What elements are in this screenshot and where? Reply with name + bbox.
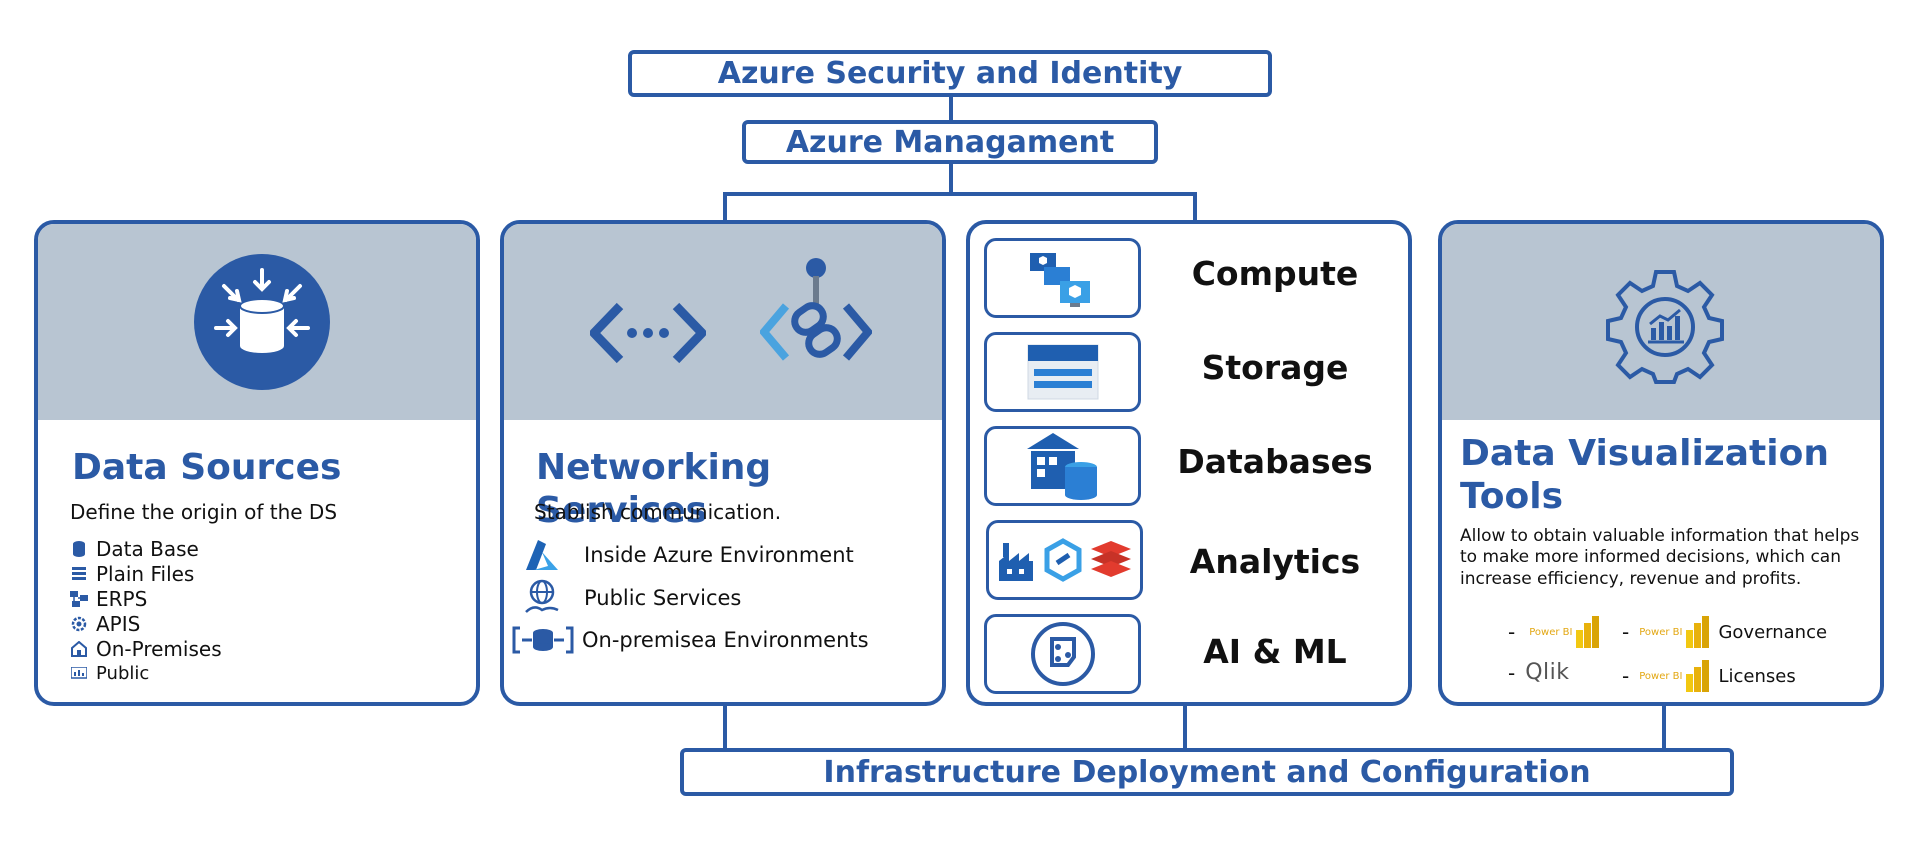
ai-ml-box (984, 614, 1141, 694)
visualization-description: Allow to obtain valuable information tha… (1460, 526, 1860, 589)
list-item: Public Services (524, 578, 741, 618)
databases-label: Databases (1177, 442, 1373, 481)
connector-mgmt-down (949, 162, 953, 194)
dash: - (1622, 620, 1630, 644)
connector-top (949, 94, 953, 124)
compute-label: Compute (1191, 254, 1359, 293)
analytics-box (986, 520, 1143, 600)
tool-qlik: - Qlik (1508, 660, 1570, 685)
powerbi-icon (1686, 660, 1710, 692)
storage-icon (1027, 344, 1098, 400)
powerbi-logo: Power BI (1529, 616, 1600, 648)
data-source-label: On-Premises (96, 636, 222, 661)
tool-powerbi-1: - Power BI (1508, 616, 1600, 648)
analytics-label: Analytics (1189, 542, 1361, 581)
database-building-icon (1026, 433, 1097, 500)
azure-management-bar: Azure Managament (742, 120, 1158, 164)
on-premise-db-link-icon (512, 626, 574, 654)
data-sources-header (38, 224, 476, 420)
database-inflow-icon (194, 254, 330, 390)
data-sources-title: Data Sources (72, 447, 342, 488)
networking-card: Networking Services Stablish communicati… (500, 220, 946, 706)
gear-chart-icon (1606, 270, 1724, 384)
azure-security-label: Azure Security and Identity (717, 56, 1183, 91)
visualization-card: Data Visualization Tools Allow to obtain… (1438, 220, 1884, 706)
storage-box (984, 332, 1141, 412)
data-sources-card: Data Sources Define the origin of the DS… (34, 220, 480, 706)
code-dots-icon (590, 302, 706, 364)
licenses-label: Licenses (1718, 665, 1796, 687)
qlik-logo: Qlik (1525, 660, 1570, 685)
services-card: Compute Storage Databases (966, 220, 1412, 706)
list-item: On-premisea Environments (512, 624, 869, 656)
public-chart-icon (70, 665, 88, 683)
ai-ml-label: AI & ML (1203, 632, 1347, 671)
powerbi-logo: Power BI (1639, 660, 1710, 692)
networking-description: Stablish communication. (534, 500, 782, 524)
dash: - (1622, 664, 1630, 688)
connector-bottom-2 (1183, 704, 1187, 752)
connector-horizontal (723, 192, 1197, 196)
visualization-title: Data Visualization Tools (1460, 433, 1829, 518)
data-source-label: Data Base (96, 536, 199, 561)
powerbi-text: Power BI (1529, 626, 1573, 638)
list-item: On-Premises (70, 636, 222, 661)
compute-vm-icon (1029, 253, 1090, 307)
list-item: Public (70, 661, 222, 686)
erp-network-icon (70, 590, 88, 608)
azure-security-bar: Azure Security and Identity (628, 50, 1272, 97)
data-source-label: Public (96, 663, 150, 684)
list-item: Inside Azure Environment (522, 540, 854, 570)
connector-bottom-1 (723, 704, 727, 752)
connector-bottom-3 (1662, 704, 1666, 752)
azure-management-label: Azure Managament (785, 124, 1115, 160)
tool-powerbi-licenses: - Power BI Licenses (1622, 660, 1796, 692)
network-item-label: On-premisea Environments (582, 628, 869, 652)
governance-label: Governance (1718, 621, 1828, 643)
powerbi-logo: Power BI (1639, 616, 1710, 648)
databases-box (984, 426, 1141, 506)
data-sources-list: Data Base Plain Files ERPS APIS On-Premi… (70, 536, 222, 686)
data-source-label: APIS (96, 611, 141, 636)
connector-right-drop (1193, 192, 1197, 222)
analytics-tools-icon (998, 538, 1131, 582)
private-link-icon (760, 258, 872, 361)
data-sources-description: Define the origin of the DS (70, 500, 338, 524)
azure-icon (526, 540, 558, 570)
database-icon (70, 540, 88, 558)
dash: - (1508, 620, 1516, 644)
ai-ml-icon (1030, 622, 1095, 686)
connector-left-drop (723, 192, 727, 222)
data-source-label: Plain Files (96, 561, 195, 586)
list-item: APIS (70, 611, 222, 636)
infrastructure-bar: Infrastructure Deployment and Configurat… (680, 748, 1734, 796)
list-item: Plain Files (70, 561, 222, 586)
list-item: Data Base (70, 536, 222, 561)
network-item-label: Public Services (584, 586, 742, 610)
list-item: ERPS (70, 586, 222, 611)
storage-label: Storage (1201, 348, 1349, 387)
powerbi-text: Power BI (1639, 626, 1683, 638)
dash: - (1508, 660, 1516, 685)
powerbi-icon (1576, 616, 1600, 648)
infrastructure-label: Infrastructure Deployment and Configurat… (823, 754, 1591, 790)
powerbi-icon (1686, 616, 1710, 648)
file-list-icon (70, 565, 88, 583)
tool-powerbi-governance: - Power BI Governance (1622, 616, 1827, 648)
visualization-header (1442, 224, 1880, 420)
network-item-label: Inside Azure Environment (584, 543, 854, 567)
api-gear-icon (70, 615, 88, 633)
public-globe-hand-icon (525, 579, 559, 613)
data-source-label: ERPS (96, 586, 148, 611)
networking-title: Networking Services (536, 447, 772, 532)
compute-box (984, 238, 1141, 318)
networking-header (504, 224, 942, 420)
powerbi-text: Power BI (1639, 670, 1683, 682)
building-icon (70, 640, 88, 658)
